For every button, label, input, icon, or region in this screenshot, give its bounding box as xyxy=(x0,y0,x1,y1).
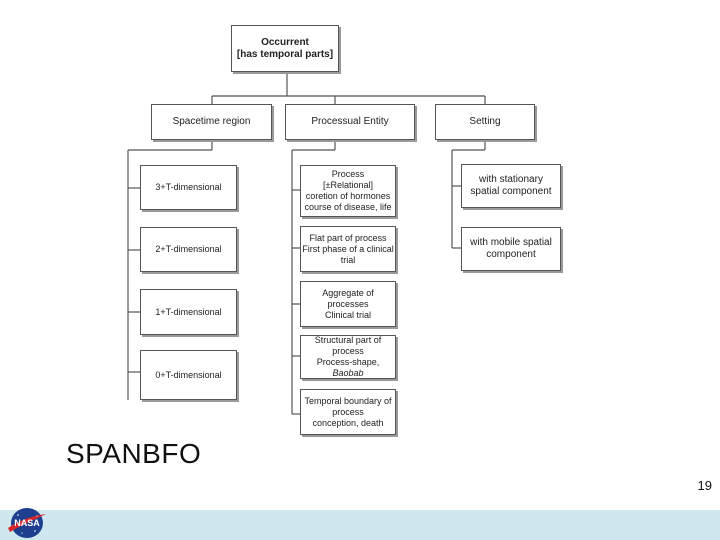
node-temporal-line-2: process xyxy=(332,406,364,417)
node-aggregate-line-2: processes xyxy=(327,298,369,309)
node-3t-dimensional: 3+T-dimensional xyxy=(140,165,237,210)
node-stationary-line-2: spatial component xyxy=(470,186,552,197)
svg-text:NASA: NASA xyxy=(14,518,40,528)
node-flat-part-line-2: First phase of a clinical xyxy=(302,243,394,254)
node-structural-example-italic: Baobab xyxy=(332,368,364,378)
node-process-line-1: Process xyxy=(331,169,365,179)
node-mobile-line-1: with mobile spatial xyxy=(470,237,552,248)
node-structural-part-of-process: Structural part of process Process-shape… xyxy=(300,335,396,379)
node-setting: Setting xyxy=(435,104,535,140)
node-temporal-line-1: Temporal boundary of xyxy=(304,395,392,406)
slide-title: SPANBFO xyxy=(66,438,202,469)
node-2t-dimensional: 2+T-dimensional xyxy=(140,227,237,272)
node-occurrent-line-1: Occurrent xyxy=(261,36,309,48)
node-0t-dimensional-label: 0+T-dimensional xyxy=(155,369,222,380)
node-stationary-spatial-component: with stationary spatial component xyxy=(461,164,561,208)
node-processual-entity-label: Processual Entity xyxy=(311,116,389,127)
node-spacetime-region: Spacetime region xyxy=(151,104,272,140)
node-occurrent: Occurrent [has temporal parts] xyxy=(231,25,339,72)
node-structural-line-1: Structural part of xyxy=(314,335,382,345)
node-flat-part-line-3: trial xyxy=(340,254,356,265)
node-process-line-3: coretion of hormones xyxy=(305,191,391,201)
node-process-line-4: course of disease, life xyxy=(304,202,392,212)
node-occurrent-line-2: [has temporal parts] xyxy=(236,48,334,60)
node-structural-line-3: Process-shape, Baobab xyxy=(301,357,395,379)
node-flat-part-of-process: Flat part of process First phase of a cl… xyxy=(300,226,396,272)
node-setting-label: Setting xyxy=(469,116,501,127)
node-2t-dimensional-label: 2+T-dimensional xyxy=(155,244,222,254)
node-aggregate-of-processes: Aggregate of processes Clinical trial xyxy=(300,281,396,327)
node-mobile-spatial-component: with mobile spatial component xyxy=(461,227,561,271)
node-structural-line-2: process xyxy=(332,346,364,356)
page-number: 19 xyxy=(697,478,712,493)
node-0t-dimensional: 0+T-dimensional xyxy=(140,350,237,400)
nasa-meatball-logo-icon: NASA xyxy=(8,508,46,538)
node-process-line-2: [±Relational] xyxy=(323,180,373,190)
node-stationary-line-1: with stationary xyxy=(479,174,543,185)
node-processual-entity: Processual Entity xyxy=(285,104,415,140)
node-flat-part-line-1: Flat part of process xyxy=(309,232,387,243)
node-3t-dimensional-label: 3+T-dimensional xyxy=(155,182,222,192)
node-spacetime-region-label: Spacetime region xyxy=(172,116,251,127)
node-1t-dimensional: 1+T-dimensional xyxy=(140,289,237,335)
node-process: Process [±Relational] coretion of hormon… xyxy=(300,165,396,217)
node-temporal-boundary-of-process: Temporal boundary of process conception,… xyxy=(300,389,396,435)
node-structural-example: Process-shape, xyxy=(316,357,380,367)
footer-band xyxy=(0,510,720,540)
node-1t-dimensional-label: 1+T-dimensional xyxy=(155,306,222,317)
node-temporal-line-3: conception, death xyxy=(312,417,384,428)
node-aggregate-line-1: Aggregate of xyxy=(322,287,374,298)
node-aggregate-line-3: Clinical trial xyxy=(324,309,371,320)
node-mobile-line-2: component xyxy=(486,249,536,260)
